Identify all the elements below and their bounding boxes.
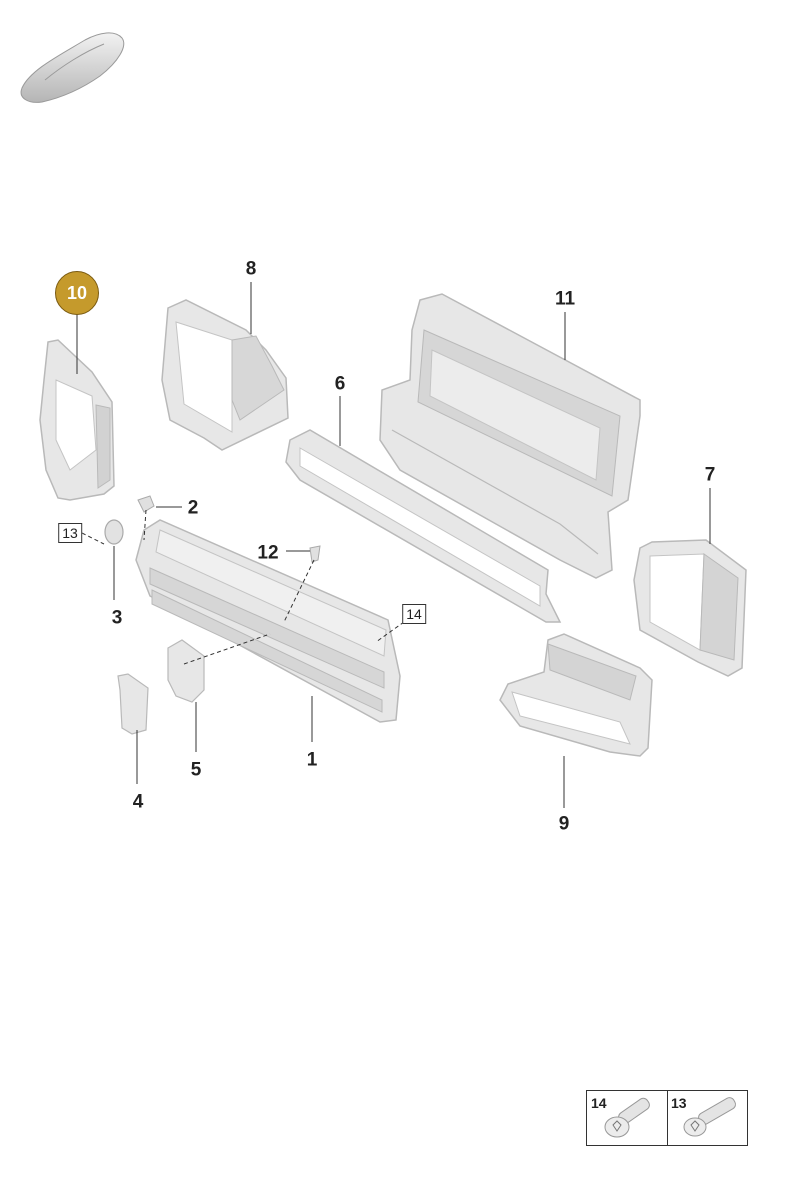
legend-cell-14: 14: [587, 1091, 668, 1145]
callout-2: 2: [187, 497, 199, 519]
callout-5: 5: [190, 759, 202, 781]
callout-6: 6: [334, 373, 346, 395]
callout-3: 3: [111, 607, 123, 629]
callout-1: 1: [306, 749, 318, 771]
part-4-bracket: [117, 673, 149, 735]
part-7-air-duct: [633, 539, 747, 677]
callout-4: 4: [132, 791, 144, 813]
callout-8: 8: [245, 258, 257, 280]
part-5-bracket: [167, 639, 205, 703]
fastener-legend: 14 13: [586, 1090, 748, 1146]
legend-cell-13: 13: [667, 1091, 747, 1145]
ref-box-13: 13: [58, 523, 82, 543]
part-8-air-guide: [161, 299, 289, 451]
callout-7: 7: [704, 464, 716, 486]
part-2-clip: [137, 495, 155, 513]
highlight-badge-10: 10: [55, 271, 99, 315]
car-silhouette-icon: [20, 32, 125, 103]
part-3-grommet: [104, 519, 124, 545]
callout-11: 11: [554, 288, 576, 310]
part-12-clip: [309, 545, 321, 563]
legend-label-14: 14: [591, 1095, 607, 1111]
callout-9: 9: [558, 813, 570, 835]
ref-box-14: 14: [402, 604, 426, 624]
callout-12: 12: [257, 542, 279, 564]
torx-bolt-icon: [683, 1097, 736, 1137]
part-11-radiator-frame: [379, 293, 641, 579]
leader-lines: [76, 282, 711, 808]
part-6-air-guide-strip: [285, 429, 562, 623]
part-9-air-duct: [499, 633, 653, 757]
part-1-grille-frame: [135, 519, 401, 723]
part-10-air-duct: [39, 339, 115, 501]
highlight-badge-label: 10: [66, 282, 88, 303]
torx-flange-bolt-icon: [604, 1097, 650, 1138]
legend-label-13: 13: [671, 1095, 687, 1111]
